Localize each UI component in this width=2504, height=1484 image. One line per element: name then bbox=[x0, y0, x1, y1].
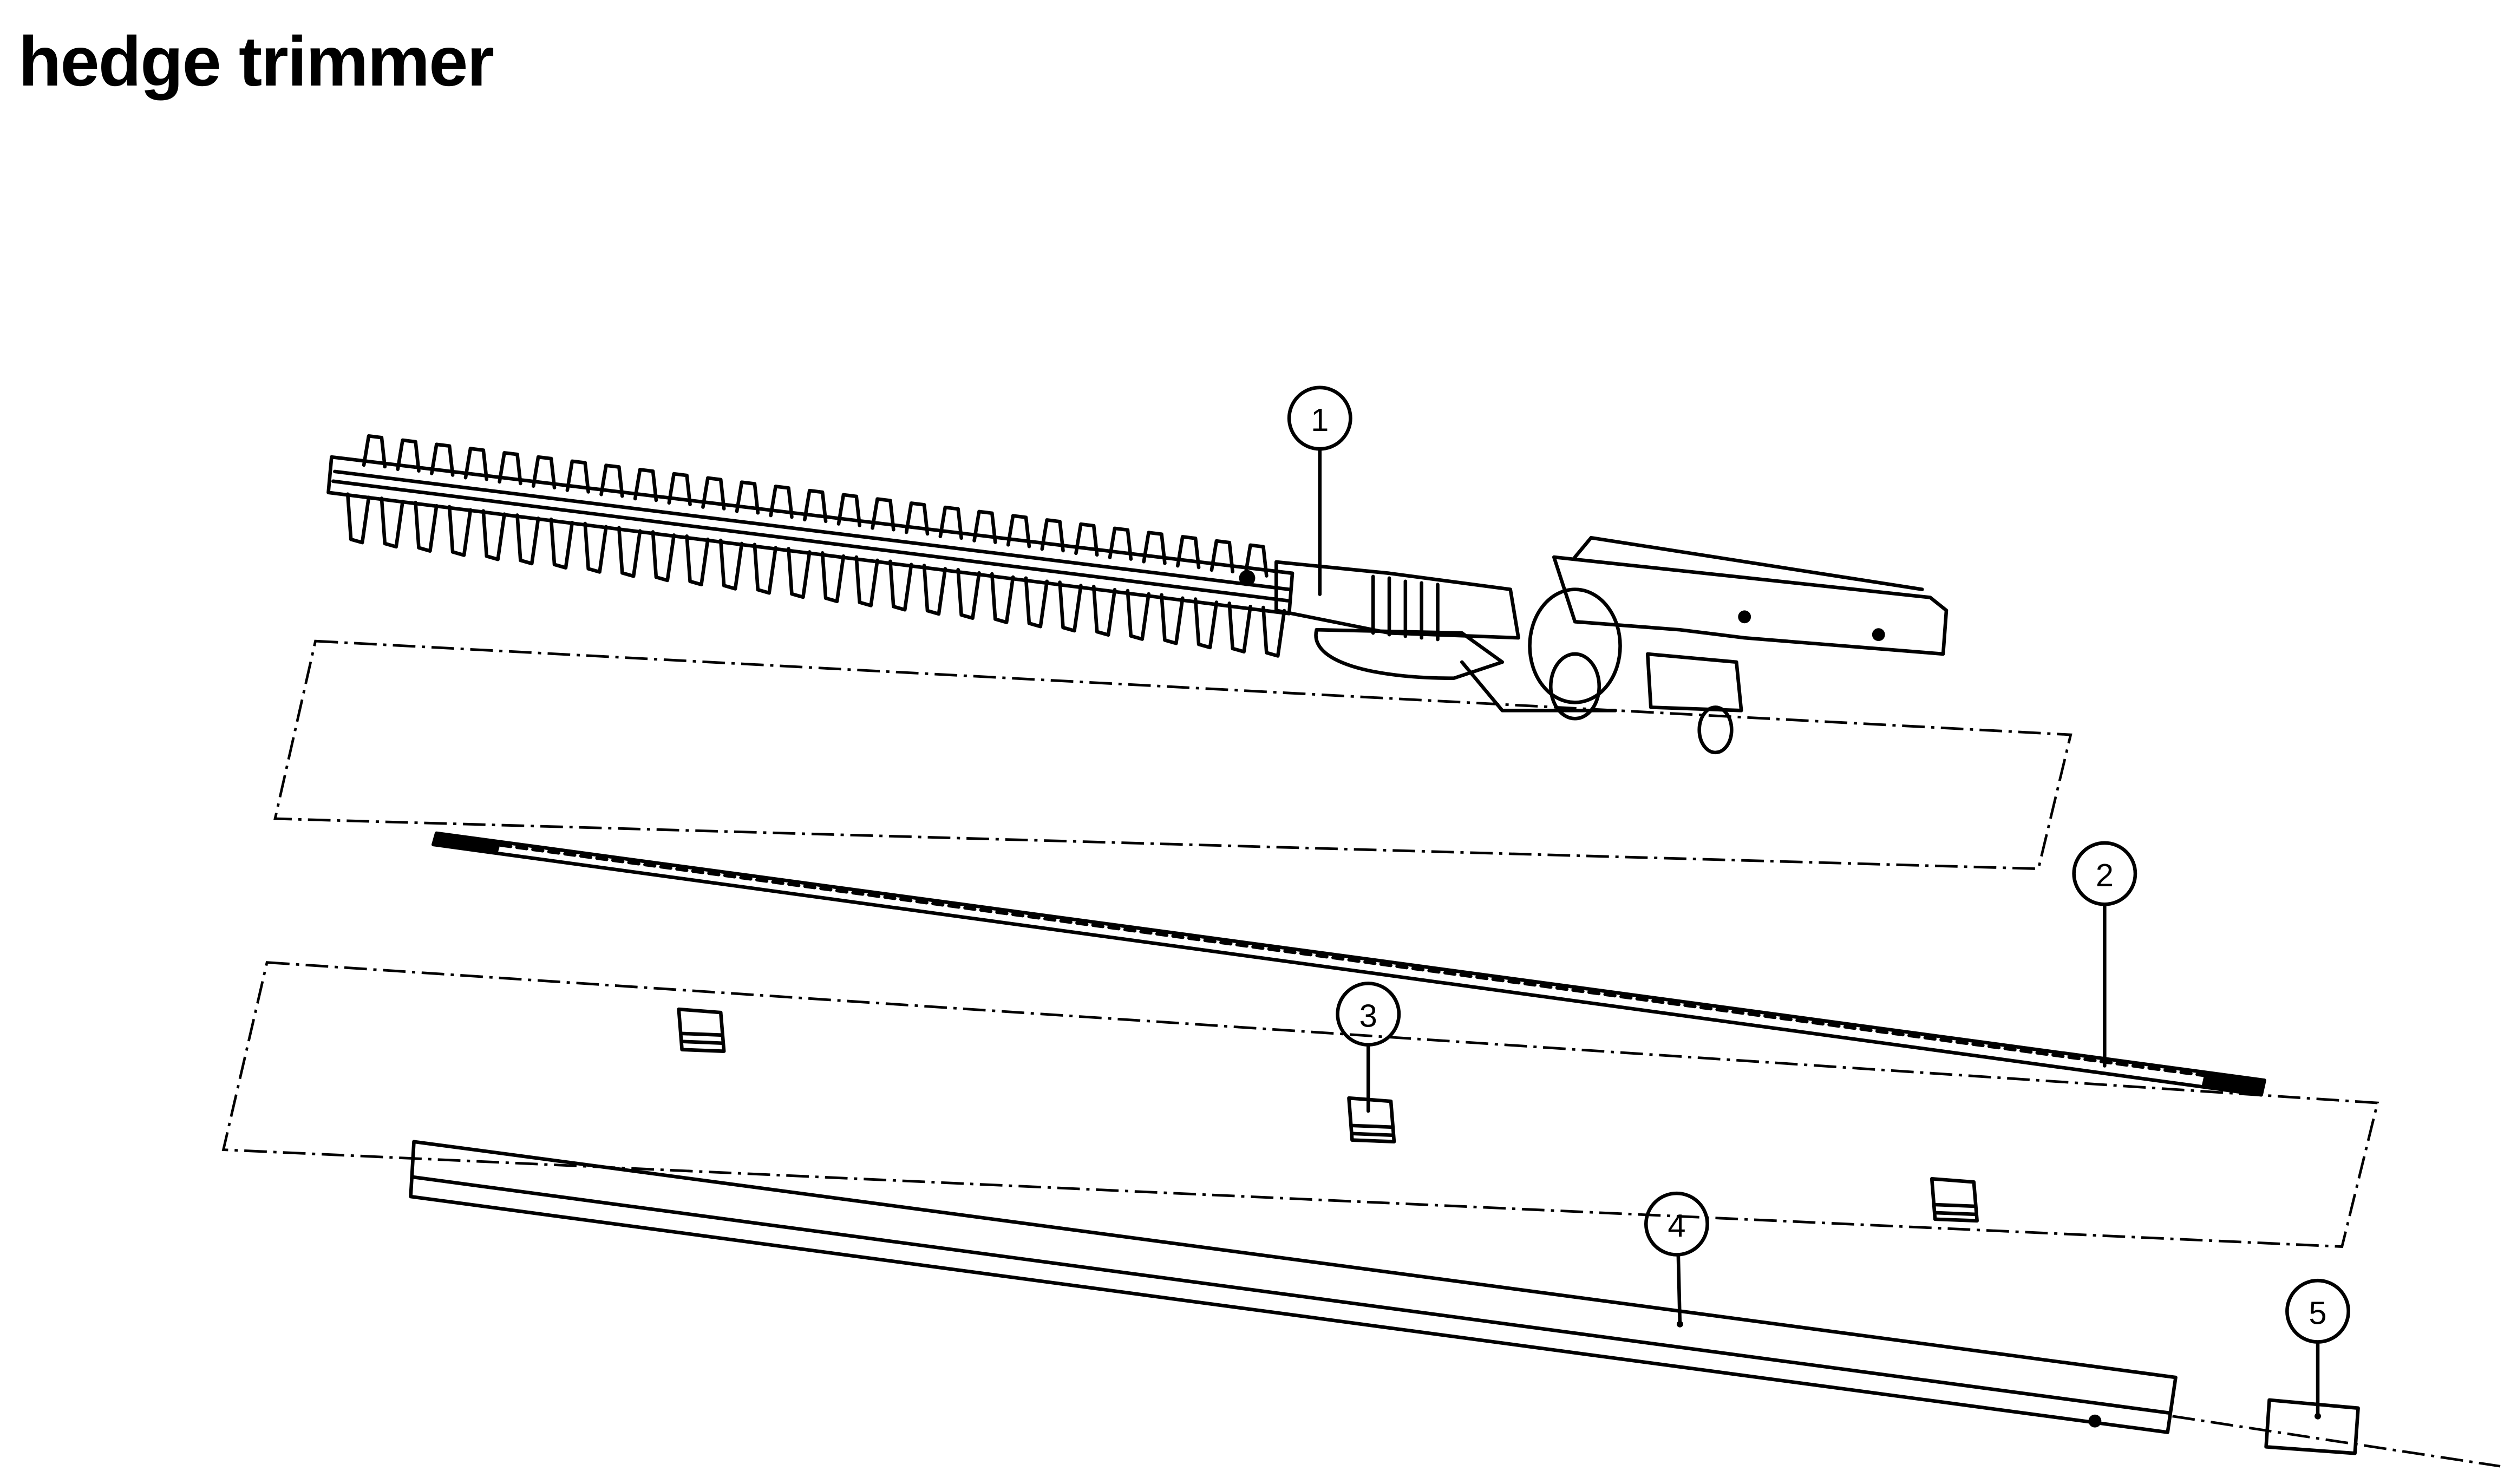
blade-tooth bbox=[1040, 518, 1065, 553]
blade-tooth bbox=[871, 497, 895, 532]
blade-tooth bbox=[1142, 531, 1167, 565]
blade-tooth bbox=[1244, 543, 1269, 578]
assembly-line-3 bbox=[2172, 1415, 2501, 1468]
blade-tooth bbox=[447, 505, 473, 557]
blade-tooth bbox=[836, 493, 862, 527]
callout-4: 4 bbox=[1644, 1191, 1709, 1326]
blade-tooth bbox=[380, 496, 404, 549]
blade-tooth bbox=[769, 485, 794, 519]
callout-2: 2 bbox=[2072, 841, 2137, 1068]
page-title: hedge trimmer bbox=[18, 22, 494, 101]
callout-number: 4 bbox=[1668, 1207, 1685, 1244]
blade-tooth bbox=[345, 492, 371, 545]
blade-tooth bbox=[667, 472, 692, 507]
blade-tooth bbox=[414, 500, 439, 553]
blade-tooth bbox=[735, 480, 760, 515]
blade-tooth bbox=[481, 509, 506, 561]
shaft-clip bbox=[677, 1007, 726, 1053]
blade-tooth bbox=[820, 551, 846, 603]
blade-tooth bbox=[651, 530, 676, 583]
callout-5: 5 bbox=[2285, 1278, 2350, 1418]
drive-shaft bbox=[432, 831, 2266, 1097]
assembly-line-1 bbox=[273, 639, 2072, 871]
blade-tooth bbox=[1160, 593, 1185, 645]
blade-tooth bbox=[701, 476, 726, 511]
blade-tooth bbox=[753, 542, 777, 595]
callout-number: 2 bbox=[2096, 857, 2114, 893]
callout-number: 1 bbox=[1311, 402, 1329, 438]
blade-tooth bbox=[498, 451, 522, 486]
blade-tooth bbox=[972, 509, 997, 544]
blade-tooth bbox=[1227, 602, 1252, 654]
blade-tooth bbox=[787, 547, 812, 599]
blade-tooth bbox=[599, 463, 624, 498]
blade-tooth bbox=[583, 521, 608, 574]
blade-tooth bbox=[1209, 539, 1234, 574]
blade-tooth bbox=[1091, 584, 1117, 637]
blade-tooth bbox=[515, 513, 540, 566]
extension-tube bbox=[409, 1140, 2178, 1434]
blade-tooth bbox=[854, 555, 879, 607]
blade-tooth bbox=[922, 564, 947, 616]
callout-number: 3 bbox=[1359, 998, 1377, 1034]
callout-1: 1 bbox=[1287, 385, 1352, 596]
blade-tooth bbox=[1176, 535, 1201, 570]
blade-tooth bbox=[803, 488, 828, 524]
blade-tooth bbox=[904, 501, 930, 536]
end-cap bbox=[2264, 1398, 2360, 1455]
blade-tooth bbox=[633, 468, 658, 502]
blade-tooth bbox=[1006, 514, 1031, 548]
blade-tooth bbox=[1126, 589, 1150, 641]
blade-tooth bbox=[463, 447, 489, 481]
blade-tooth bbox=[956, 567, 981, 620]
blade-tooth bbox=[1261, 605, 1286, 658]
assembly-line-2 bbox=[221, 961, 2379, 1248]
blade-tooth bbox=[685, 534, 710, 586]
blade-tooth bbox=[396, 438, 421, 473]
callout-number: 5 bbox=[2309, 1295, 2326, 1331]
blade-tooth bbox=[1193, 597, 1219, 650]
blade-tooth bbox=[938, 505, 963, 540]
blade-tooth bbox=[531, 455, 557, 490]
blade-tooth bbox=[617, 526, 642, 578]
blade-tooth bbox=[1058, 580, 1083, 633]
blade-tooth bbox=[1074, 522, 1099, 557]
blade-tooth bbox=[990, 572, 1015, 624]
blade-tooth bbox=[888, 559, 913, 612]
callout-3: 3 bbox=[1336, 982, 1401, 1113]
blade-tooth bbox=[718, 538, 744, 591]
blade-tooth bbox=[1024, 576, 1049, 629]
shaft-clip bbox=[1347, 1096, 1396, 1143]
blade-tooth bbox=[362, 434, 387, 469]
blade-tooth bbox=[1108, 526, 1133, 561]
blade-tooth bbox=[549, 517, 574, 570]
blade-tooth bbox=[430, 442, 455, 477]
shaft-clip bbox=[1930, 1177, 1979, 1223]
hedge-trimmer-head bbox=[326, 434, 1949, 755]
blade-tooth bbox=[565, 459, 590, 494]
